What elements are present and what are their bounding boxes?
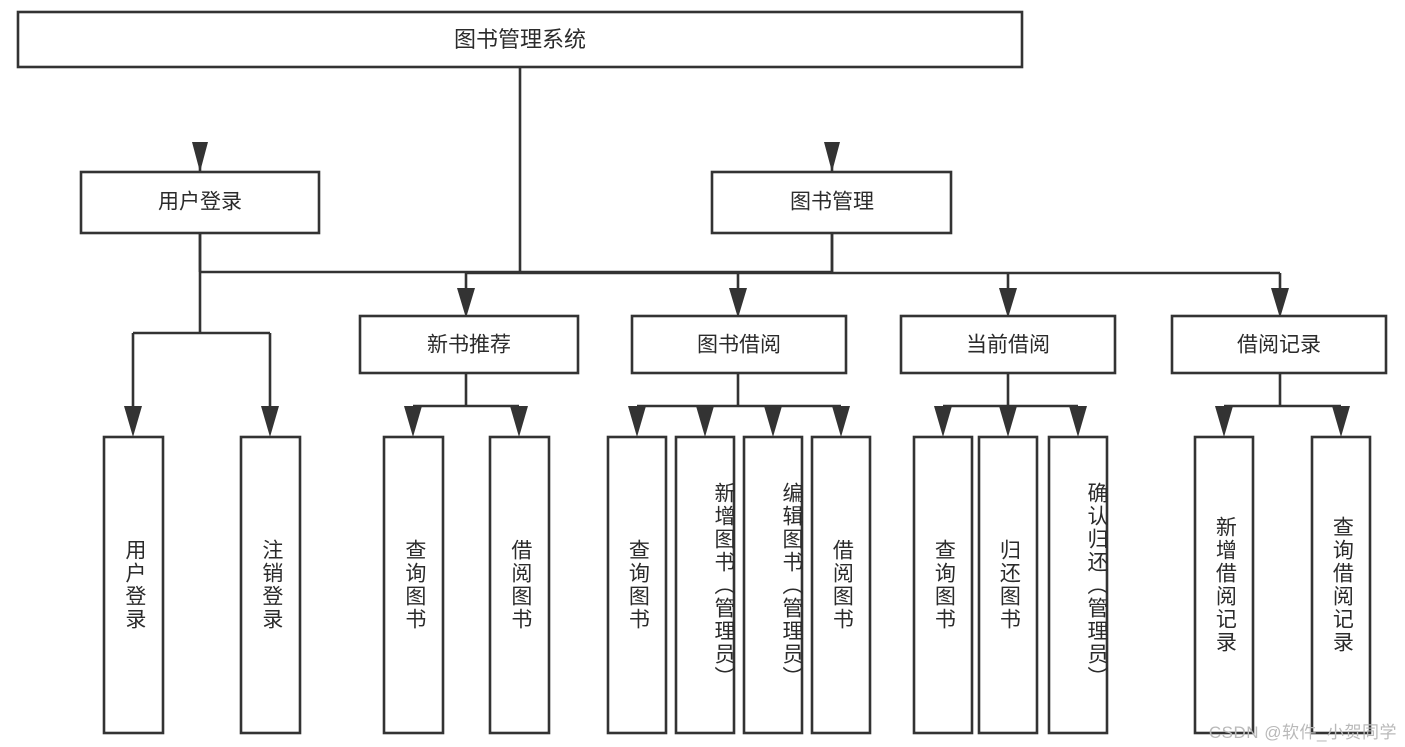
node-leaf-query-book-1[interactable] (382, 435, 445, 735)
arrow-bookmanage-c2 (729, 288, 747, 318)
arrow-bookmanage-c4 (1271, 288, 1289, 318)
label-layer: 图书管理系统 用户登录 图书管理 新书推荐 图书借阅 当前借阅 借阅记录 (158, 27, 1321, 357)
arrow-newbook-c1 (404, 406, 422, 437)
node-leaf-query-record[interactable] (1310, 435, 1372, 735)
arrow-userlogin-c1 (124, 406, 142, 437)
csdn-watermark: CSDN @软件_小贺同学 (1208, 723, 1397, 742)
node-leaf-add-record[interactable] (1193, 435, 1255, 735)
node-borrow-record[interactable] (1170, 314, 1388, 375)
arrow-root-to-user-login (192, 142, 208, 172)
node-book-borrow-label: 图书借阅 (697, 334, 781, 357)
node-new-book-rec[interactable] (358, 314, 580, 375)
node-current-borrow-label: 当前借阅 (966, 334, 1050, 357)
node-leaf-edit-book[interactable] (742, 435, 804, 735)
node-leaf-query-book-3[interactable] (912, 435, 974, 735)
node-root[interactable] (16, 10, 1024, 69)
node-user-login[interactable] (79, 170, 321, 235)
node-borrow-record-label: 借阅记录 (1237, 334, 1321, 357)
arrow-bookborrow-c1 (628, 406, 646, 437)
node-current-borrow[interactable] (899, 314, 1117, 375)
node-book-manage[interactable] (710, 170, 953, 235)
arrow-bookborrow-c4 (832, 406, 850, 437)
arrow-currentborrow-c2 (999, 406, 1017, 437)
connector-layer (124, 67, 1350, 437)
node-user-login-label: 用户登录 (158, 191, 242, 214)
node-root-label: 图书管理系统 (454, 27, 586, 52)
node-leaf-borrow-book-2[interactable] (810, 435, 872, 735)
node-leaf-return-book[interactable] (977, 435, 1039, 735)
arrow-currentborrow-c3 (1069, 406, 1087, 437)
arrow-currentborrow-c1 (934, 406, 952, 437)
node-leaf-query-book-2[interactable] (606, 435, 668, 735)
arrow-bookmanage-c1 (457, 288, 475, 318)
node-leaf-borrow-book-1[interactable] (488, 435, 551, 735)
arrow-bookborrow-c3 (764, 406, 782, 437)
node-leaf-confirm-return[interactable] (1047, 435, 1109, 735)
node-layer (16, 10, 1388, 735)
node-leaf-user-login[interactable] (102, 435, 165, 735)
arrow-root-to-book-manage (824, 142, 840, 172)
node-new-book-rec-label: 新书推荐 (427, 334, 511, 357)
arrow-newbook-c2 (510, 406, 528, 437)
node-leaf-logout[interactable] (239, 435, 302, 735)
node-book-manage-label: 图书管理 (790, 191, 874, 214)
arrow-borrowrecord-c2 (1332, 406, 1350, 437)
node-book-borrow[interactable] (630, 314, 848, 375)
arrow-userlogin-c2 (261, 406, 279, 437)
arrow-bookmanage-c3 (999, 288, 1017, 318)
node-leaf-add-book[interactable] (674, 435, 736, 735)
arrow-bookborrow-c2 (696, 406, 714, 437)
arrow-borrowrecord-c1 (1215, 406, 1233, 437)
